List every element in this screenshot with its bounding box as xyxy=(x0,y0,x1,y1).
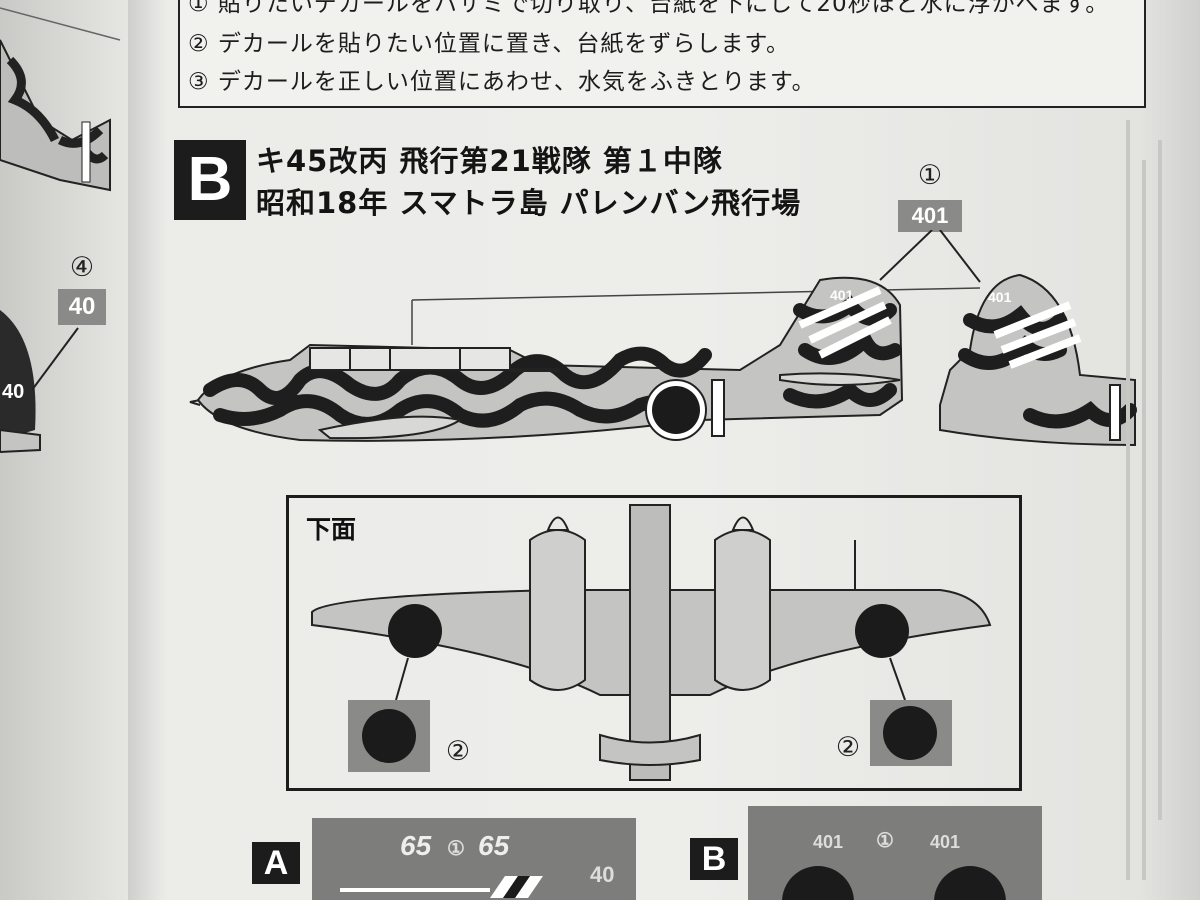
decal-a-code-1: 65 xyxy=(400,830,432,861)
underside-label: 下面 xyxy=(306,515,357,544)
page-fold-shadow xyxy=(128,0,168,900)
scheme-title-line-1: キ45改丙 飛行第21戦隊 第１中隊 xyxy=(256,144,723,178)
left-callout-number: ④ xyxy=(69,252,95,283)
decal-b-code-2: 401 xyxy=(930,832,961,852)
decal-a-code-3: 40 xyxy=(590,862,615,887)
tail-callout-tag: 401 xyxy=(898,200,962,232)
decal-a-code-2: 65 xyxy=(478,830,510,861)
decal-b-code-1: 401 xyxy=(813,832,844,852)
instruction-step-1: ① 貼りたいデカールをハサミで切り取り、台紙を下にして20秒ほど水に浮かべます。 xyxy=(188,0,1110,17)
right-column-faint-text xyxy=(1126,120,1162,880)
fin-code-side: 401 xyxy=(830,287,854,303)
decal-a-number: ① xyxy=(447,838,465,860)
decal-b-number: ① xyxy=(876,830,894,852)
decal-sheet-a xyxy=(312,818,636,900)
tail-callout-number: ① xyxy=(917,160,943,191)
decal-instructions-box: ① 貼りたいデカールをハサミで切り取り、台紙を下にして20秒ほど水に浮かべます。… xyxy=(178,0,1146,108)
aircraft-underside-view xyxy=(311,504,992,781)
underside-callout-right: ② xyxy=(835,732,861,763)
section-letter-badge: B xyxy=(174,140,246,220)
left-callout-tag: 40 xyxy=(58,289,106,325)
decal-a-stripes xyxy=(340,876,543,898)
decal-b-hinomaru xyxy=(782,866,1006,900)
fin-code-detail: 401 xyxy=(988,289,1012,305)
underside-view-box xyxy=(286,495,1022,791)
decal-sheet-b-letter: B xyxy=(690,838,738,880)
decal-sheet-a-letter: A xyxy=(252,842,300,884)
scheme-title-line-2: 昭和18年 スマトラ島 パレンバン飛行場 xyxy=(256,186,802,220)
left-tail-code: 40 xyxy=(2,381,24,403)
aircraft-side-view: 401 401 xyxy=(189,230,1137,447)
instruction-step-3: ③ デカールを正しい位置にあわせ、水気をふきとります。 xyxy=(188,69,816,95)
underside-callout-left: ② xyxy=(445,736,471,767)
left-page-aircraft-fragment: 40 xyxy=(0,7,121,454)
instruction-step-2: ② デカールを貼りたい位置に置き、台紙をずらします。 xyxy=(188,31,791,57)
